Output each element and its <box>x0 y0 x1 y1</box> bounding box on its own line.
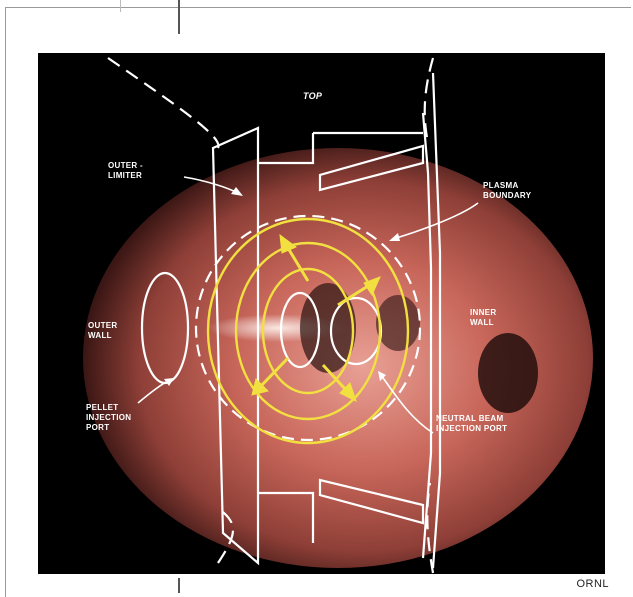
label-inner-wall: INNER WALL <box>470 308 496 328</box>
label-outer-wall: OUTER WALL <box>88 321 118 341</box>
scan-artifact-line <box>120 0 121 12</box>
label-outer-limiter: OUTER - LIMITER <box>108 161 143 181</box>
shadow-region <box>478 333 538 413</box>
scan-artifact-line <box>178 578 180 593</box>
label-neutral-beam-injection-port: NEUTRAL BEAM INJECTION PORT <box>436 414 507 434</box>
shadow-region <box>376 295 420 351</box>
scan-artifact-line <box>178 0 180 34</box>
label-top: TOP <box>303 91 322 101</box>
tokamak-plasma-photo: TOP OUTER - LIMITER PLASMA BOUNDARY INNE… <box>38 53 605 574</box>
label-pellet-injection-port: PELLET INJECTION PORT <box>86 403 131 433</box>
plasma-illustration <box>38 53 605 574</box>
label-plasma-boundary: PLASMA BOUNDARY <box>483 181 531 201</box>
credit-text: ORNL <box>576 578 609 590</box>
